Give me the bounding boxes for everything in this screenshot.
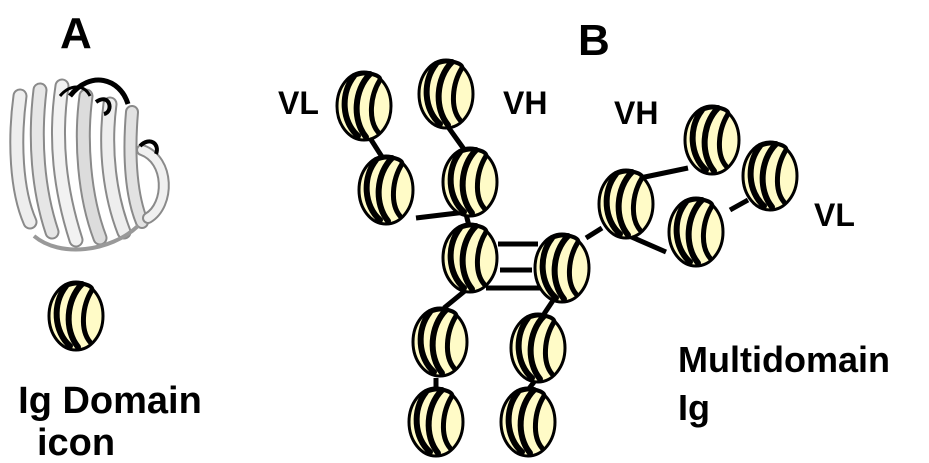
ig-domain-icon xyxy=(49,282,103,350)
ig-domain-icon xyxy=(409,388,463,456)
ig-domain-icon xyxy=(359,156,413,224)
label-right-vh: VH xyxy=(614,95,658,131)
panel-a-letter: A xyxy=(60,9,92,58)
ig-domain-icon xyxy=(443,224,497,292)
multidomain-ig-domains xyxy=(337,60,797,456)
panel-a-caption-line1: Ig Domain xyxy=(18,380,202,422)
ig-domain-icon xyxy=(413,308,467,376)
panel-a-caption-line2: icon xyxy=(37,422,115,463)
ig-fold-ribbon-structure xyxy=(9,77,170,252)
ig-domain-icon xyxy=(743,142,797,210)
panel-b-letter: B xyxy=(578,16,610,65)
ig-domain-icon xyxy=(685,106,739,174)
label-right-vl: VL xyxy=(814,197,855,233)
ig-domain-icon xyxy=(443,148,497,216)
ig-domain-icon xyxy=(419,60,473,128)
ig-domain-icon xyxy=(599,170,653,238)
label-left-vh: VH xyxy=(503,85,547,121)
domain-connectors xyxy=(367,122,750,392)
label-left-vl: VL xyxy=(278,85,319,121)
ig-domain-icon xyxy=(511,314,565,382)
ig-domain-icon xyxy=(501,388,555,456)
ig-domain-icon xyxy=(669,198,723,266)
panel-b-caption-line1: Multidomain xyxy=(678,339,890,380)
ig-domain-icon xyxy=(535,234,589,302)
panel-b-caption-line2: Ig xyxy=(678,387,710,428)
ig-domain-icon xyxy=(337,72,391,140)
